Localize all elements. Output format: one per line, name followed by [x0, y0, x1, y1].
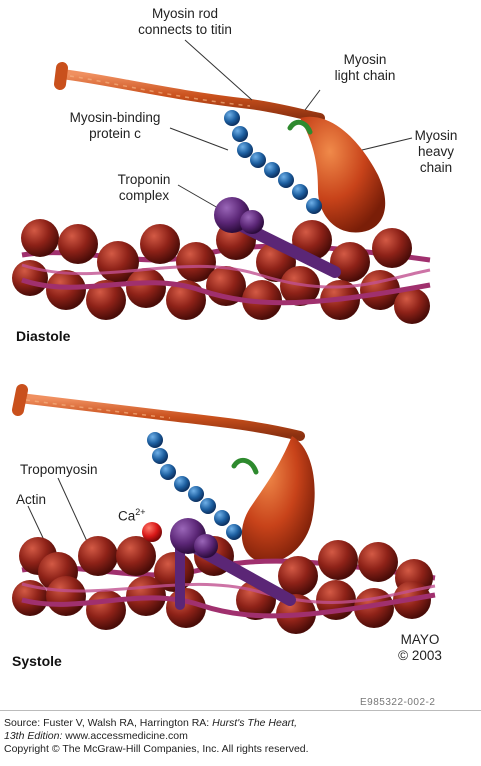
diastole-panel [12, 39, 431, 324]
label-heavy-chain-line2: heavy [417, 144, 455, 159]
myosin-rod-systole [15, 393, 305, 441]
myosin-heavy-chain-head-systole [241, 436, 315, 563]
footer-source-line: Source: Fuster V, Walsh RA, Harrington R… [4, 717, 297, 729]
label-heavy-chain-line1: Myosin [414, 128, 458, 143]
label-actin: Actin [16, 492, 47, 507]
label-troponin-line2: complex [118, 188, 170, 203]
mayo-credit: MAYO © 2003 [388, 632, 452, 664]
label-myosin-rod-line1: Myosin rod [151, 6, 219, 21]
label-light-chain-line1: Myosin [343, 52, 387, 67]
label-heavy-chain-line3: chain [419, 160, 453, 175]
systole-panel [12, 384, 436, 634]
label-heavy-chain: Myosin heavy chain [406, 128, 466, 176]
myosin-binding-protein-c-systole [147, 432, 242, 540]
leader-myosin-rod [184, 39, 253, 101]
leader-light-chain [304, 89, 321, 111]
diastole-title: Diastole [16, 328, 71, 344]
leader-heavy-chain [361, 137, 413, 151]
footer-source-title: Hurst's The Heart, [212, 717, 298, 729]
myosin-light-chain-systole [231, 457, 259, 475]
footer-edition-url: www.accessmedicine.com [62, 730, 188, 742]
label-binding-protein-line1: Myosin-binding [69, 110, 161, 125]
myosin-light-chain [287, 119, 313, 135]
mayo-credit-line2: © 2003 [398, 648, 442, 663]
leader-tropomyosin [57, 477, 91, 549]
myosin-binding-protein-c [224, 110, 322, 214]
label-binding-protein: Myosin-binding protein c [60, 110, 170, 142]
label-tropomyosin: Tropomyosin [20, 462, 98, 477]
footer-copyright: Copyright © The McGraw-Hill Companies, I… [4, 743, 309, 755]
label-calcium-base: Ca [118, 508, 136, 524]
leader-troponin [177, 184, 219, 209]
label-light-chain-line2: light chain [334, 68, 396, 83]
label-troponin: Troponin complex [104, 172, 184, 204]
troponin-complex-systole [170, 518, 296, 610]
footer-edition: 13th Edition: [4, 730, 63, 742]
label-calcium-sup: 2+ [135, 507, 146, 517]
label-binding-protein-line2: protein c [89, 126, 141, 141]
footer-edition-line: 13th Edition: www.accessmedicine.com [4, 730, 188, 742]
label-calcium: Ca2+ [118, 504, 146, 525]
source-footer: Source: Fuster V, Walsh RA, Harrington R… [0, 710, 481, 766]
systole-title: Systole [12, 653, 62, 669]
troponin-complex [214, 197, 341, 278]
footer-source-prefix: Source: Fuster V, Walsh RA, Harrington R… [4, 717, 213, 729]
label-myosin-rod-line2: connects to titin [138, 22, 232, 37]
actin-filament [12, 219, 431, 324]
myosin-rod [57, 69, 325, 123]
figure-code: E985322-002-2 [360, 697, 436, 708]
sarcomere-diagram [12, 39, 436, 634]
myosin-heavy-chain-head [300, 116, 386, 233]
leader-binding-protein [169, 127, 229, 151]
mayo-credit-line1: MAYO [400, 632, 440, 647]
calcium-ion [142, 522, 162, 542]
label-troponin-line1: Troponin [117, 172, 171, 187]
label-myosin-rod: Myosin rod connects to titin [130, 6, 240, 38]
leader-actin [27, 505, 45, 541]
label-light-chain: Myosin light chain [320, 52, 410, 84]
actin-filament-systole [12, 536, 436, 634]
